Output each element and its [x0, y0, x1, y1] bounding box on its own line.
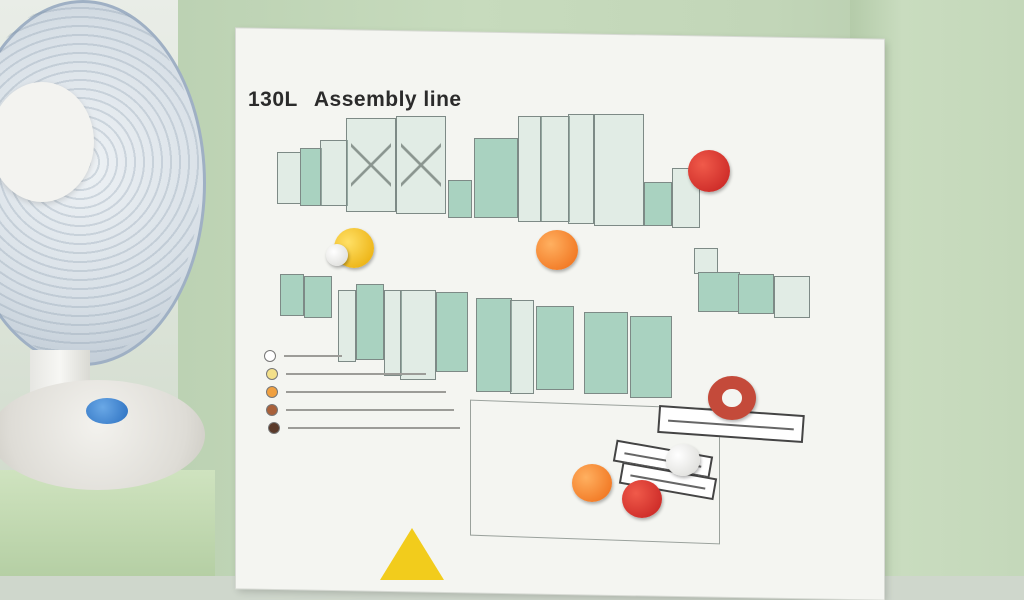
station-unit — [476, 298, 512, 392]
station-unit — [584, 312, 628, 394]
legend-text-line — [284, 355, 342, 357]
red-magnet — [688, 150, 730, 192]
station-unit — [356, 284, 384, 360]
station-unit — [384, 290, 402, 376]
station-unit — [738, 274, 774, 314]
station-unit — [594, 114, 644, 226]
station-unit — [518, 116, 542, 222]
station-unit — [304, 276, 332, 318]
station-unit — [644, 182, 672, 226]
label-plate-text — [668, 419, 794, 431]
station-unit — [630, 316, 672, 398]
station-unit — [280, 274, 304, 316]
red-ring-magnet — [708, 376, 756, 420]
warning-triangle-icon — [380, 528, 444, 580]
station-unit — [510, 300, 534, 394]
legend-text-line — [286, 409, 454, 411]
station-unit — [400, 290, 436, 380]
legend-dot — [268, 422, 280, 434]
legend-text-line — [286, 373, 426, 375]
legend-text-line — [286, 391, 446, 393]
station-unit — [436, 292, 468, 372]
orange-magnet — [572, 464, 612, 502]
station-unit — [396, 116, 446, 214]
station-unit — [568, 114, 594, 224]
desk-fan-hub — [0, 82, 94, 202]
legend-dot — [266, 368, 278, 380]
legend-text-line — [288, 427, 460, 429]
station-unit — [540, 116, 570, 222]
station-unit — [300, 148, 322, 206]
legend-dot — [266, 404, 278, 416]
legend-dot — [264, 350, 276, 362]
orange-magnet — [536, 230, 578, 270]
legend-dot — [266, 386, 278, 398]
station-unit — [694, 248, 718, 274]
station-unit — [346, 118, 396, 212]
white-magnet — [326, 244, 348, 266]
station-unit — [698, 272, 740, 312]
poster-title: 130L Assembly line — [248, 88, 462, 112]
red-magnet — [622, 480, 662, 518]
poster-title-code: 130L — [248, 88, 298, 111]
fan-speed-knob — [86, 398, 128, 424]
station-unit — [448, 180, 472, 218]
station-unit — [474, 138, 518, 218]
poster-title-text: Assembly line — [313, 88, 462, 111]
station-unit — [338, 290, 356, 362]
desk-fan-base — [0, 380, 205, 490]
station-unit — [774, 276, 810, 318]
station-unit — [277, 152, 301, 204]
station-unit — [536, 306, 574, 390]
station-unit — [320, 140, 348, 206]
white-magnet — [666, 444, 700, 476]
